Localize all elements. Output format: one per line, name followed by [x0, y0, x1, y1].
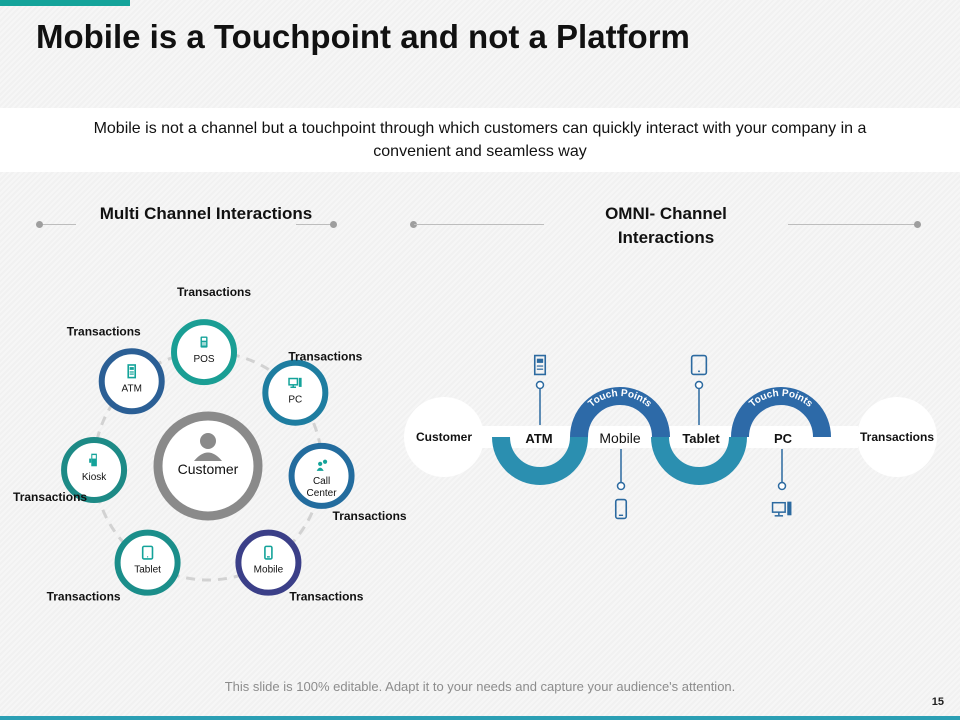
- channel-node-label: ATM: [122, 383, 142, 394]
- right-heading-dot-left: [410, 221, 417, 228]
- transactions-label: Transactions: [13, 490, 87, 504]
- channel-node-label: POS: [193, 354, 214, 365]
- top-accent-bar: [0, 0, 130, 6]
- subtitle-band: Mobile is not a channel but a touchpoint…: [0, 108, 960, 172]
- omni-transactions-label: Transactions: [860, 430, 934, 444]
- left-heading-dot-right: [330, 221, 337, 228]
- omni-arc-upper-2: [731, 387, 831, 438]
- channel-node-pos: POS: [171, 319, 238, 386]
- channel-node-tablet: Tablet: [114, 529, 181, 596]
- channel-node-ring: [114, 529, 181, 596]
- right-heading-dot-right: [914, 221, 921, 228]
- channel-node-ring: [262, 359, 329, 426]
- omni-channel-label-pc: PC: [774, 431, 793, 446]
- omni-transactions-circle: [857, 397, 937, 477]
- touch-points-label: Touch Points: [747, 388, 815, 410]
- channel-node-ring: [288, 442, 355, 509]
- left-heading-line-left: [40, 224, 76, 225]
- right-heading-line-left: [414, 224, 544, 225]
- tablet-icon: [141, 545, 154, 560]
- transactions-label: Transactions: [67, 324, 141, 338]
- touch-points-label: Touch Points: [586, 388, 654, 410]
- left-heading-dot-left: [36, 221, 43, 228]
- channel-node-label: PC: [288, 395, 302, 406]
- atm-icon: [127, 364, 137, 379]
- person-icon: [194, 433, 222, 461]
- transactions-label: Transactions: [333, 509, 407, 523]
- channel-node-label: Tablet: [134, 565, 161, 576]
- atm-icon: [533, 354, 547, 376]
- omni-channel-label-atm: ATM: [525, 431, 552, 446]
- channel-node-kiosk: Kiosk: [61, 436, 128, 503]
- footer-note: This slide is 100% editable. Adapt it to…: [224, 679, 736, 694]
- call-center-icon: [316, 459, 328, 471]
- transactions-label: Transactions: [288, 350, 362, 364]
- kiosk-icon: [89, 453, 97, 467]
- customer-hub: [153, 411, 263, 521]
- omni-customer-circle: [404, 397, 484, 477]
- omni-arc-lower-2: [651, 436, 747, 485]
- bottom-accent-line: [0, 716, 960, 720]
- channel-node-label: Kiosk: [82, 472, 107, 483]
- pc-icon: [288, 377, 302, 389]
- omni-arc-lower-1: [492, 436, 588, 485]
- pc-icon: [771, 501, 792, 517]
- channel-node-ring: [171, 319, 238, 386]
- omni-channel-label-mobile: Mobile: [599, 430, 640, 446]
- omni-pin-tablet: [690, 354, 708, 425]
- transactions-label: Transactions: [47, 590, 121, 604]
- slide-subtitle: Mobile is not a channel but a touchpoint…: [93, 120, 867, 160]
- omni-channel-heading: OMNI- Channel Interactions: [605, 204, 727, 247]
- channel-node-pc: PC: [262, 359, 329, 426]
- channel-node-ring: [235, 529, 302, 596]
- left-heading-line-right: [296, 224, 334, 225]
- omni-pin-pc: [771, 449, 792, 517]
- page-number: 15: [931, 696, 944, 708]
- omni-customer-label: Customer: [416, 430, 472, 444]
- slide-title: Mobile is a Touchpoint and not a Platfor…: [36, 18, 690, 55]
- transactions-label: Transactions: [289, 590, 363, 604]
- omni-channel-label-tablet: Tablet: [682, 431, 720, 446]
- channel-node-ring: [98, 348, 165, 415]
- omni-arc-upper-1: [570, 387, 670, 438]
- transactions-label: Transactions: [177, 285, 251, 299]
- pos-terminal-icon: [200, 336, 208, 348]
- customer-hub-label: Customer: [178, 461, 239, 477]
- multi-channel-heading: Multi Channel Interactions: [99, 204, 313, 223]
- omni-pin-atm: [533, 354, 547, 425]
- channel-node-atm: ATM: [98, 348, 165, 415]
- channel-node-mobile: Mobile: [235, 529, 302, 596]
- right-heading-line-right: [788, 224, 918, 225]
- channel-node-label: Mobile: [254, 565, 284, 576]
- mobile-icon: [264, 545, 273, 560]
- omni-pin-mobile: [614, 449, 628, 520]
- tablet-icon: [690, 354, 708, 376]
- channel-node-ring: [61, 436, 128, 503]
- mobile-icon: [614, 498, 628, 520]
